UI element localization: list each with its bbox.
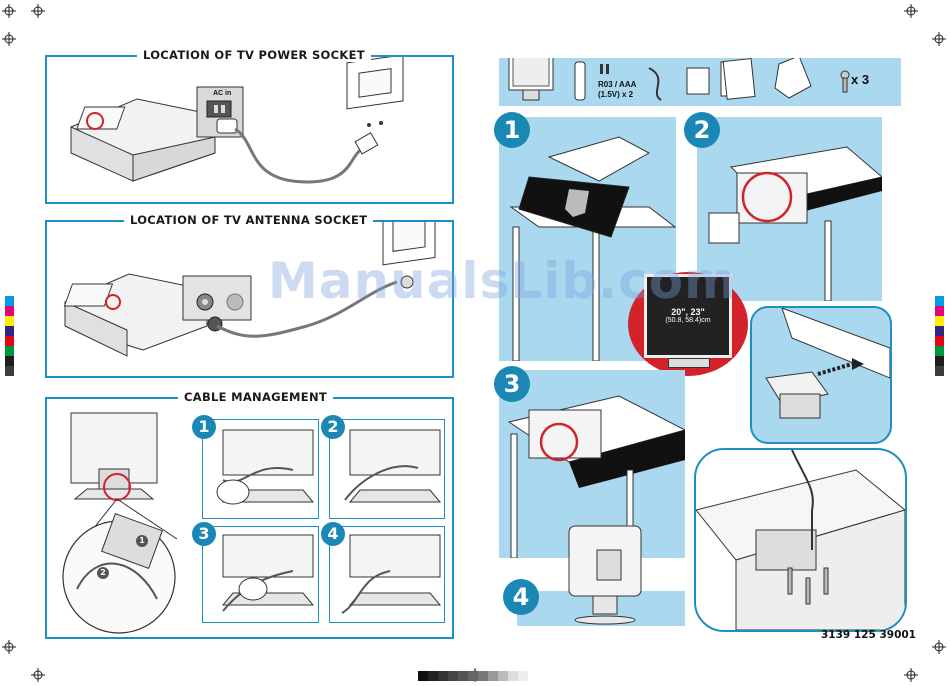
color-swatch <box>5 366 14 376</box>
color-swatch <box>935 326 944 336</box>
registration-mark-icon <box>904 668 918 682</box>
color-swatch <box>935 306 944 316</box>
watermark: ManualsLib.com <box>268 252 737 310</box>
antenna-socket-title: LOCATION OF TV ANTENNA SOCKET <box>124 213 373 227</box>
battery-type: R03 / AAA <box>598 80 636 90</box>
registration-mark-icon <box>2 32 16 46</box>
power-socket-illustration <box>47 57 452 202</box>
battery-qty: (1.5V) x 2 <box>598 90 636 100</box>
color-swatch <box>935 356 944 366</box>
size-cm-label: (50.8, 58.4)cm <box>647 317 729 324</box>
registration-mark-icon <box>2 4 16 18</box>
color-swatch <box>5 306 14 316</box>
color-swatch <box>935 336 944 346</box>
cable-step-number: 2 <box>321 415 345 439</box>
package-contents-strip: R03 / AAA (1.5V) x 2 x 3 <box>499 58 901 106</box>
step-number: 1 <box>494 112 530 148</box>
registration-mark-icon <box>932 640 946 654</box>
color-swatch <box>935 296 944 306</box>
registration-mark-icon <box>932 32 946 46</box>
callout-1: 1 <box>136 535 148 547</box>
grayscale-bar <box>418 671 530 681</box>
cable-step-2 <box>329 419 445 519</box>
cable-step-1 <box>202 419 319 519</box>
color-swatch <box>5 336 14 346</box>
cable-step-number: 1 <box>192 415 216 439</box>
cable-step-number: 3 <box>192 522 216 546</box>
power-socket-panel: AC in <box>45 55 454 204</box>
remote-icon <box>575 62 585 100</box>
registration-mark-icon <box>31 4 45 18</box>
registration-mark-icon <box>2 640 16 654</box>
step-number: 3 <box>494 366 530 402</box>
power-socket-title: LOCATION OF TV POWER SOCKET <box>137 48 371 62</box>
registration-mark-icon <box>31 668 45 682</box>
color-swatch <box>5 356 14 366</box>
cable-management-panel: 1 2 1 2 3 4 <box>45 397 454 639</box>
color-swatch <box>5 316 14 326</box>
ac-in-label: AC in <box>213 90 231 97</box>
color-swatch <box>935 316 944 326</box>
color-swatch <box>5 346 14 356</box>
cable-step-3 <box>202 526 319 623</box>
assembled-monitor-illustration <box>563 520 647 626</box>
callout-2: 2 <box>97 567 109 579</box>
document-code: 3139 125 39001 <box>821 629 916 641</box>
cable-step-4 <box>329 526 445 623</box>
step-3-detail <box>694 448 907 632</box>
color-swatch <box>5 326 14 336</box>
color-swatch <box>5 296 14 306</box>
cable-overview-illustration <box>47 399 197 635</box>
color-bar-left <box>5 296 14 376</box>
step-number: 4 <box>503 579 539 615</box>
step-number: 2 <box>684 112 720 148</box>
cable-management-title: CABLE MANAGEMENT <box>178 390 333 404</box>
screw-icon <box>839 70 851 94</box>
registration-mark-icon <box>904 4 918 18</box>
color-bar-right <box>935 296 944 376</box>
screw-count: x 3 <box>851 72 869 87</box>
step-2-detail <box>750 306 892 444</box>
color-swatch <box>935 346 944 356</box>
color-swatch <box>935 366 944 376</box>
cable-step-number: 4 <box>321 522 345 546</box>
